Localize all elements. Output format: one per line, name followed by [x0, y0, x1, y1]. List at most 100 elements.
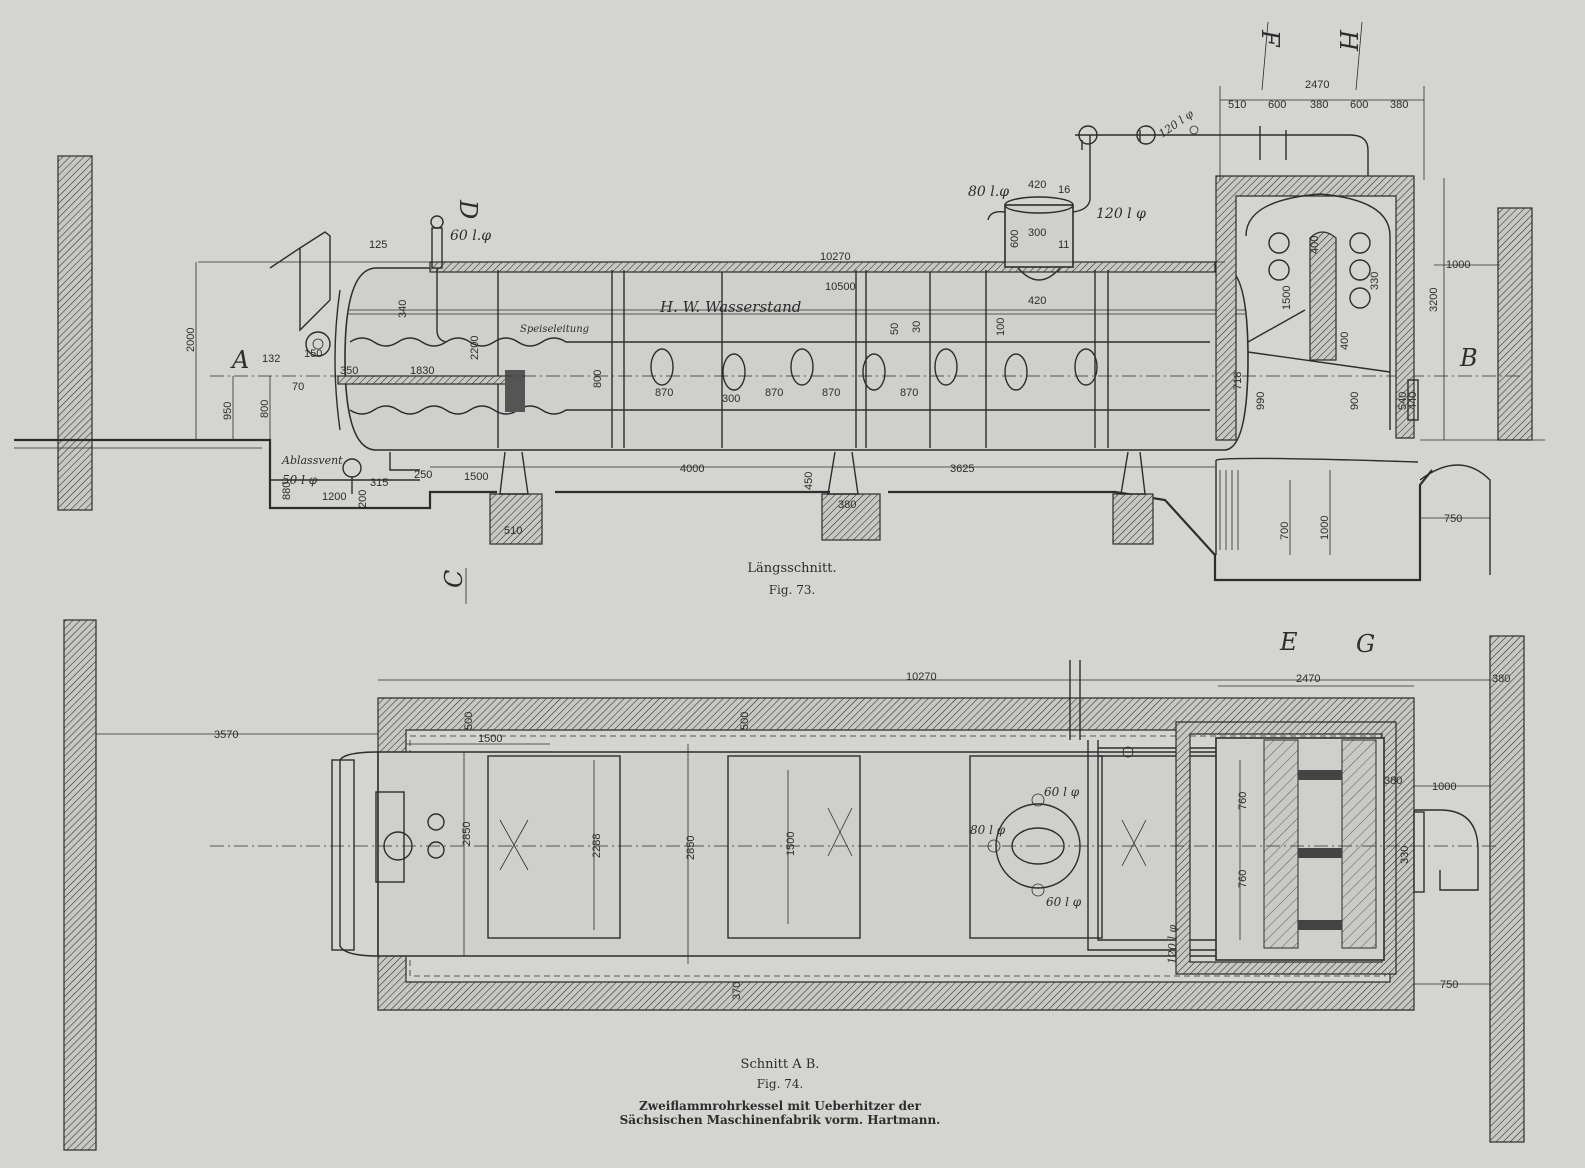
dim-132: 132 — [262, 353, 280, 365]
plan-left-wall — [63, 619, 97, 1151]
dim-870a: 870 — [655, 387, 673, 399]
dim-1500: 1500 — [464, 471, 488, 483]
water-level-label: H. W. Wasserstand — [659, 298, 801, 316]
fig74-dimension-lines — [96, 679, 1500, 985]
saddle-supports — [499, 451, 1146, 495]
fig74-caption-line1: Zweiflammrohrkessel mit Ueberhitzer der — [639, 1099, 922, 1113]
plan-dim-2288: 2288 — [591, 834, 603, 858]
fig73-longitudinal-section: 10270 10500 2470 510 600 380 600 380 100… — [14, 21, 1545, 604]
dim-315: 315 — [370, 477, 388, 489]
dim-16: 16 — [1058, 184, 1070, 196]
dim-125: 125 — [369, 239, 387, 251]
plan-valve-80-label: 80 l φ — [970, 823, 1006, 837]
dim-700: 700 — [1279, 522, 1291, 540]
plan-dim-3570: 3570 — [214, 729, 238, 741]
section-letter-h: H — [1334, 29, 1362, 52]
section-letter-d: D — [454, 199, 482, 219]
fig74-number: Fig. 74. — [757, 1077, 804, 1091]
dim-380c: 380 — [838, 499, 856, 511]
superheater-arch — [1245, 193, 1391, 430]
dim-50: 50 — [889, 323, 901, 335]
dim-70: 70 — [292, 381, 304, 393]
dim-300b: 300 — [722, 393, 740, 405]
dim-200: 200 — [357, 490, 369, 508]
dim-440: 440 — [1407, 392, 1419, 410]
dim-450: 450 — [803, 472, 815, 490]
plan-valve-60a-label: 60 l φ — [1044, 785, 1080, 799]
foundation-right — [1112, 493, 1154, 545]
dim-600v: 600 — [1009, 230, 1021, 248]
dim-300: 300 — [1028, 227, 1046, 239]
dim-870c: 870 — [822, 387, 840, 399]
plan-dim-1500b: 1500 — [785, 832, 797, 856]
dim-1000: 1000 — [1446, 259, 1470, 271]
plan-outlet-flue — [1414, 809, 1479, 891]
plan-dim-380: 380 — [1492, 673, 1510, 685]
plan-dim-330: 330 — [1399, 846, 1411, 864]
section-letter-a: A — [230, 346, 249, 374]
plan-dim-500b: 500 — [739, 712, 751, 730]
fig73-title: Längsschnitt. — [747, 561, 836, 576]
plan-dim-2470: 2470 — [1296, 673, 1320, 685]
shell-top-cladding — [429, 261, 1216, 273]
fig74-caption-line2: Sächsischen Maschinenfabrik vorm. Hartma… — [620, 1113, 941, 1127]
tube-cross-sections — [650, 348, 1098, 391]
plan-panel-3 — [969, 755, 1103, 939]
dim-400b: 400 — [1309, 236, 1321, 254]
dim-2000: 2000 — [185, 328, 197, 352]
plan-dim-750: 750 — [1440, 979, 1458, 991]
dim-990: 990 — [1255, 392, 1267, 410]
dim-150: 150 — [304, 348, 322, 360]
section-letter-f: F — [1256, 29, 1284, 48]
dim-330: 330 — [1369, 272, 1381, 290]
fire-bridge — [505, 370, 525, 412]
fig73-number: Fig. 73. — [769, 583, 816, 597]
valve-50-label: 50 l φ — [282, 473, 318, 487]
section-letter-g: G — [1356, 630, 1375, 658]
plan-panel-1 — [487, 755, 621, 939]
fig73-dimension-texts: 10270 10500 2470 510 600 380 600 380 100… — [185, 79, 1470, 540]
dim-600a: 600 — [1268, 99, 1286, 111]
plan-dim-500a: 500 — [463, 712, 475, 730]
dim-10270: 10270 — [820, 251, 851, 263]
plan-superheater-tubes — [1263, 739, 1377, 949]
section-letter-b: B — [1459, 344, 1478, 372]
dim-870b: 870 — [765, 387, 783, 399]
dim-600b: 600 — [1350, 99, 1368, 111]
dim-350: 350 — [340, 365, 358, 377]
section-letter-c: C — [440, 570, 468, 588]
dim-10500: 10500 — [825, 281, 856, 293]
superheater-tubes — [1268, 232, 1371, 309]
dim-400: 400 — [1339, 332, 1351, 350]
shell-ring-seams — [497, 270, 1109, 448]
dim-100: 100 — [995, 318, 1007, 336]
dim-30: 30 — [911, 321, 923, 333]
left-wall — [57, 155, 93, 511]
drain-valve-label: Ablassvent. — [281, 454, 346, 467]
plan-right-wall — [1489, 635, 1525, 1143]
dim-420b: 420 — [1028, 295, 1046, 307]
plan-dim-760a: 760 — [1237, 792, 1249, 810]
plan-dim-2850a: 2850 — [461, 822, 473, 846]
dim-4000: 4000 — [680, 463, 704, 475]
flue-tube-bottom — [349, 405, 1210, 415]
plan-pipe-120-label: 120 l φ — [1166, 924, 1179, 964]
dim-510: 510 — [1228, 99, 1246, 111]
valve-80-label: 80 l.φ — [968, 184, 1009, 200]
plan-dim-2850b: 2850 — [685, 836, 697, 860]
dim-510b: 510 — [504, 525, 522, 537]
dim-950: 950 — [222, 402, 234, 420]
dim-3200: 3200 — [1428, 288, 1440, 312]
dim-880: 880 — [281, 482, 293, 500]
foundation-middle — [821, 493, 881, 541]
steam-pipe — [1075, 126, 1369, 200]
dim-3625: 3625 — [950, 463, 974, 475]
dim-540: 540 — [1397, 392, 1409, 410]
superheater-baffle — [1309, 231, 1337, 361]
plan-dim-10270: 10270 — [906, 671, 937, 683]
dim-11: 11 — [1058, 239, 1069, 251]
right-wall — [1497, 207, 1533, 441]
plan-dim-1000: 1000 — [1432, 781, 1456, 793]
dim-870d: 870 — [900, 387, 918, 399]
